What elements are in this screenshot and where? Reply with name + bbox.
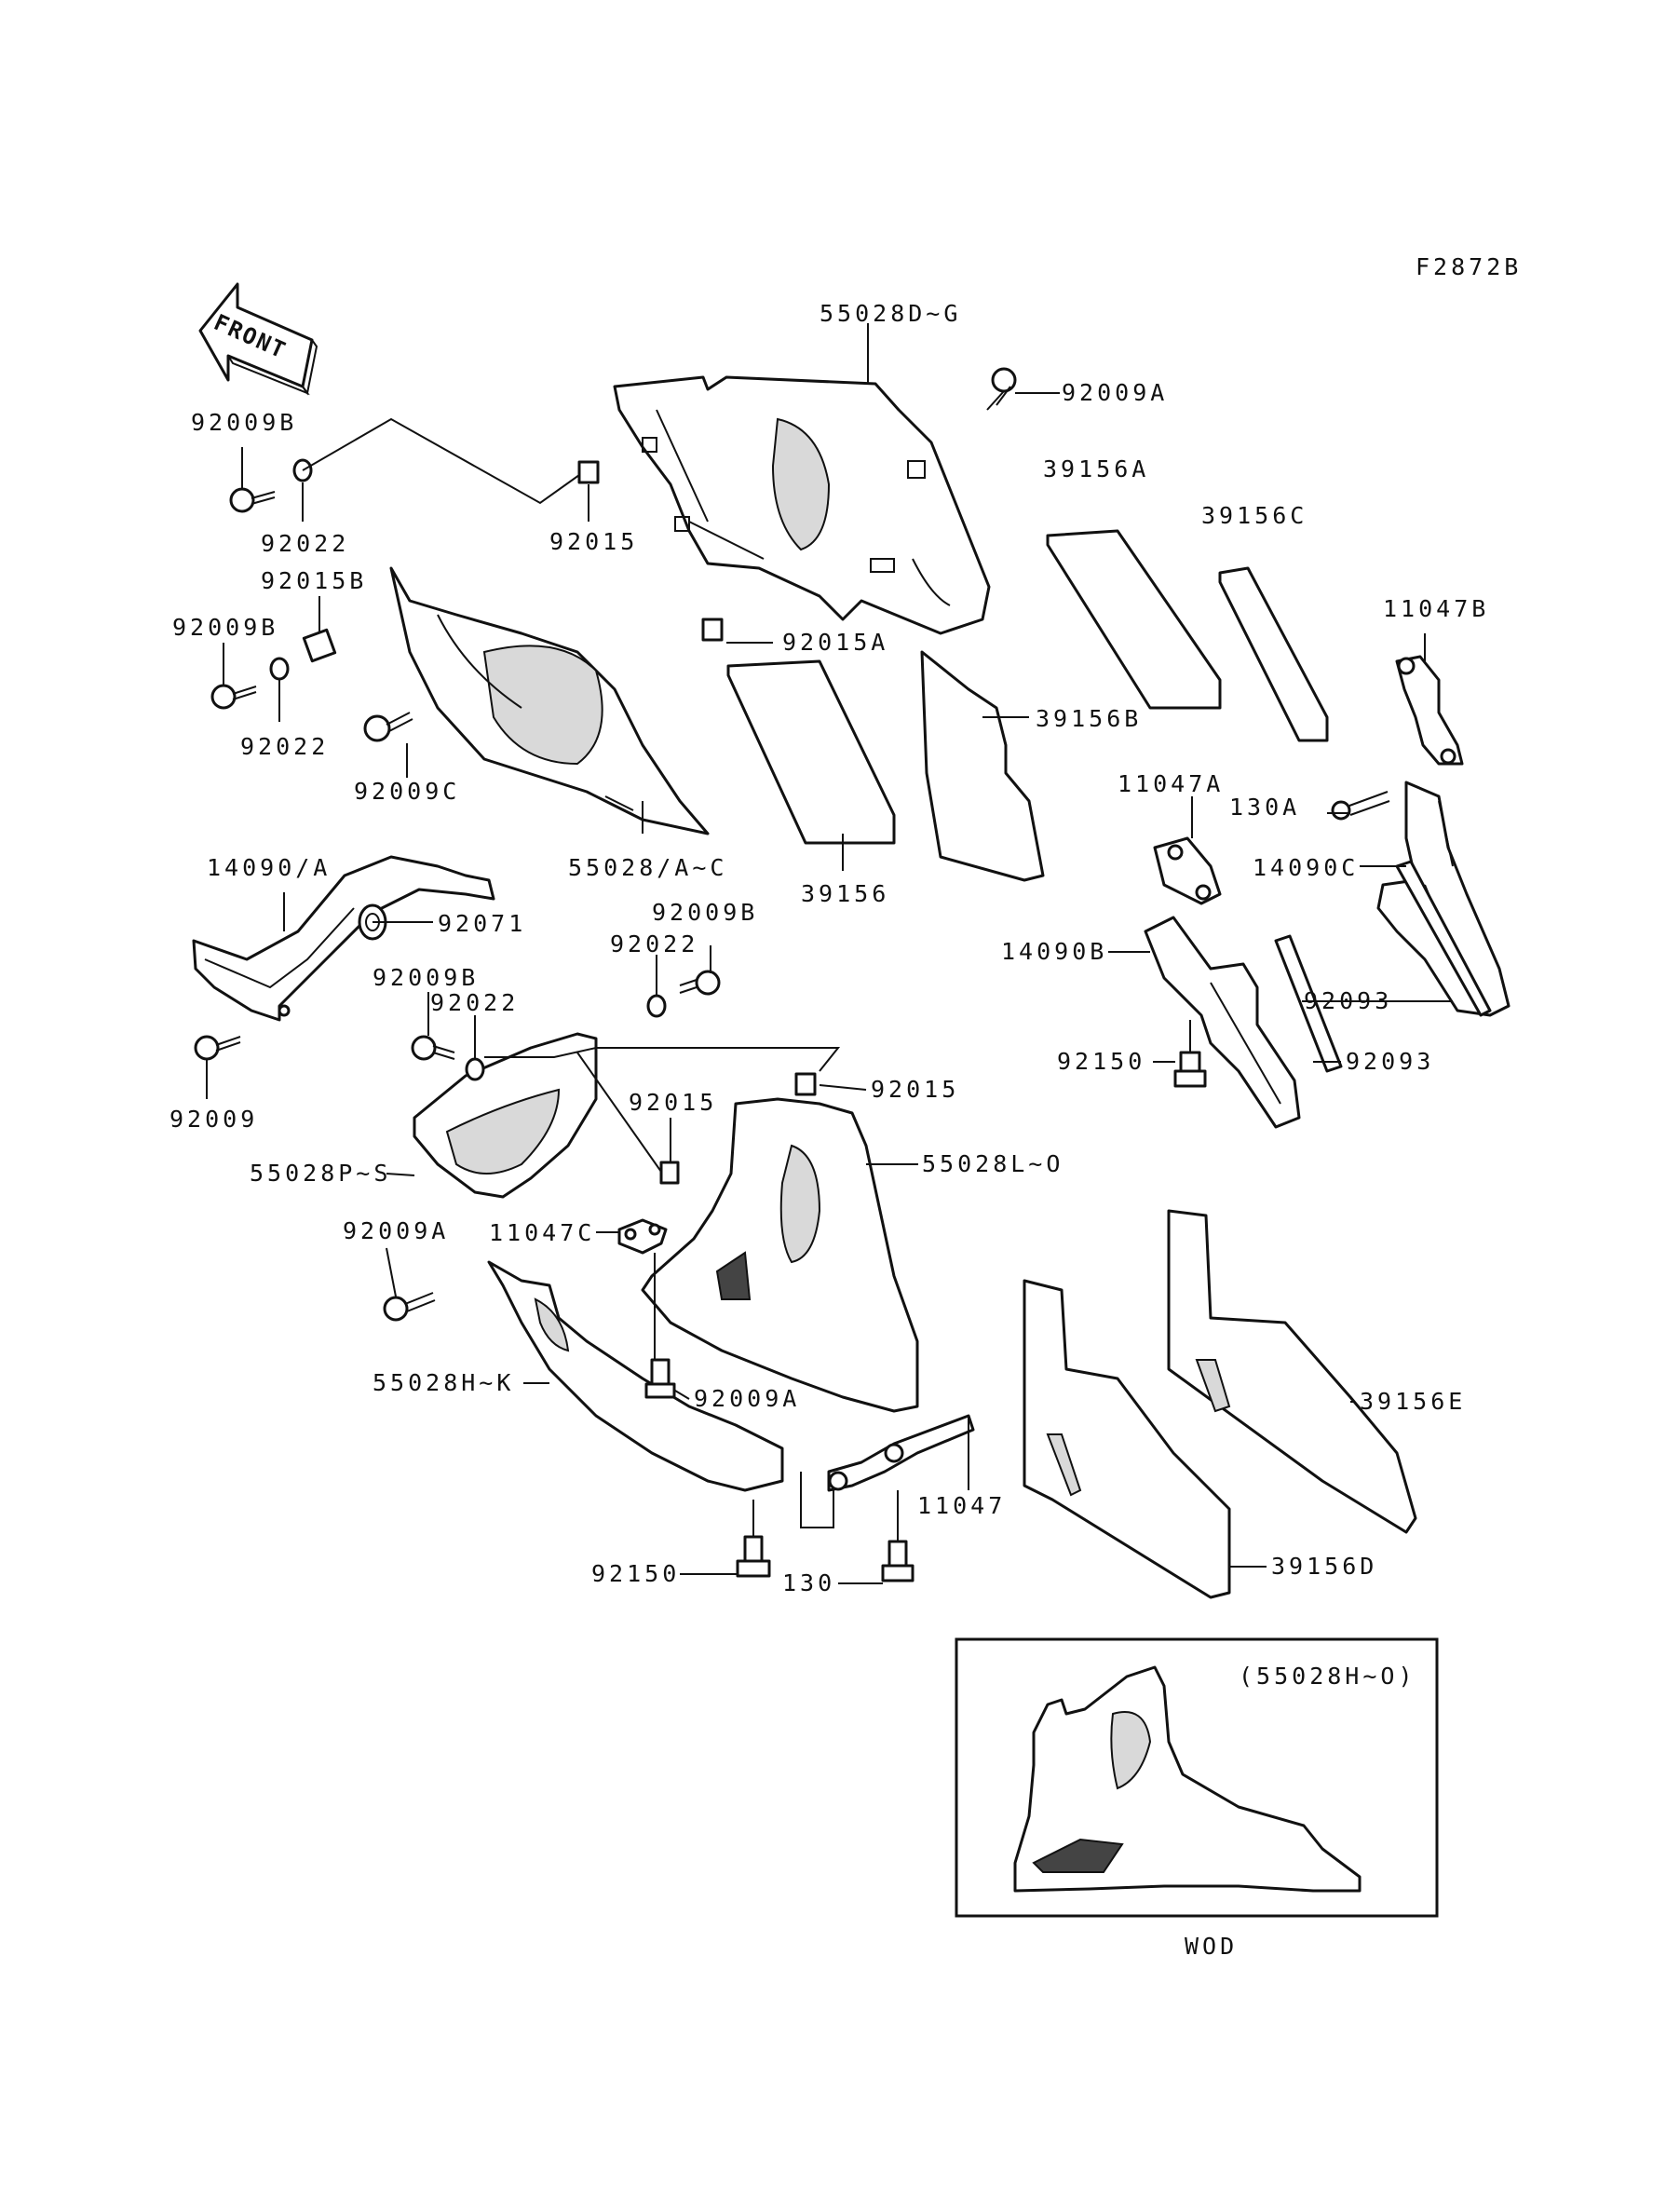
label-11047: 11047 xyxy=(917,1492,1006,1519)
label-39156a: 39156A xyxy=(1043,455,1149,482)
label-92022-1: 92022 xyxy=(261,530,349,557)
bolt-92009b-3 xyxy=(679,970,721,996)
figure-code: F2872B xyxy=(1416,253,1522,280)
bolt-92009b-2 xyxy=(210,684,257,710)
label-92009b-4: 92009B xyxy=(373,964,479,991)
collar-92015b xyxy=(302,628,337,663)
label-11047a: 11047A xyxy=(1118,770,1224,797)
label-39156e: 39156E xyxy=(1360,1388,1466,1415)
pad-39156a xyxy=(1046,529,1222,710)
label-92009b-1: 92009B xyxy=(191,409,297,436)
bracket-14090c xyxy=(1376,781,1511,1017)
pad-39156b xyxy=(920,650,1045,882)
bolt-130a xyxy=(1331,791,1390,821)
label-55028a-c: 55028/A~C xyxy=(568,854,727,881)
bolt-92009b-4 xyxy=(411,1035,455,1061)
bolt-92009a-2 xyxy=(644,1358,676,1399)
pad-39156c xyxy=(1218,566,1329,742)
label-92015a: 92015A xyxy=(782,629,888,656)
bracket-11047c xyxy=(617,1218,668,1255)
label-14090a: 14090/A xyxy=(207,854,331,881)
label-92093-2: 92093 xyxy=(1346,1048,1434,1075)
washer-92022-2 xyxy=(269,657,290,681)
pad-39156d xyxy=(1023,1279,1231,1599)
pad-39156e xyxy=(1167,1209,1417,1534)
bracket-14090b xyxy=(1144,916,1301,1129)
label-92093-1: 92093 xyxy=(1304,987,1392,1014)
label-92150-1: 92150 xyxy=(1057,1048,1145,1075)
label-39156c: 39156C xyxy=(1201,502,1307,529)
label-130a: 130A xyxy=(1229,794,1300,821)
label-39156b: 39156B xyxy=(1036,705,1142,732)
label-92009c: 92009C xyxy=(354,778,460,805)
bolt-92009 xyxy=(194,1035,241,1061)
label-39156d: 39156D xyxy=(1271,1553,1377,1580)
label-11047c: 11047C xyxy=(489,1219,595,1246)
inset-footer: WOD xyxy=(1185,1933,1238,1960)
bolt-92150-upper xyxy=(1173,1020,1207,1088)
bracket-11047a xyxy=(1153,836,1222,905)
side-cowl-upper xyxy=(389,566,710,835)
label-92009a-1: 92009A xyxy=(343,1217,449,1244)
label-92022-3: 92022 xyxy=(610,930,698,957)
bolt-92009a-1 xyxy=(383,1292,436,1322)
part-labels: 55028D~G 92009A 39156A 39156C 11047B 920… xyxy=(169,300,1489,1596)
clip-92015-right xyxy=(794,1072,817,1096)
label-92015b: 92015B xyxy=(261,567,367,594)
bracket-11047b xyxy=(1395,655,1464,766)
clip-92015-top xyxy=(577,460,600,484)
label-92009: 92009 xyxy=(169,1106,258,1133)
label-92015-top: 92015 xyxy=(549,528,638,555)
seal-92093-lower xyxy=(1274,934,1343,1073)
bolt-92009a-top xyxy=(986,367,1017,411)
label-92022-4: 92022 xyxy=(430,989,519,1016)
label-92015-right: 92015 xyxy=(871,1076,959,1103)
label-92150-2: 92150 xyxy=(591,1560,680,1587)
label-92022-2: 92022 xyxy=(240,733,329,760)
washer-92022-3 xyxy=(646,994,667,1018)
clip-92015-mid xyxy=(659,1161,680,1185)
label-55028d-g: 55028D~G xyxy=(820,300,961,327)
label-14090c: 14090C xyxy=(1253,854,1359,881)
bracket-11047 xyxy=(827,1414,975,1492)
front-arrow-icon: FRONT xyxy=(198,282,318,396)
cowl-lower-55028l xyxy=(641,1097,919,1413)
cowl-belly-55028h xyxy=(487,1260,784,1492)
cowl-trim-14090a xyxy=(192,855,495,1022)
label-14090b: 14090B xyxy=(1001,938,1107,965)
label-130: 130 xyxy=(782,1569,835,1596)
cowl-middle-55028p xyxy=(413,1032,598,1199)
label-11047b: 11047B xyxy=(1383,595,1489,622)
bolt-130 xyxy=(881,1540,915,1582)
seal-92093-right xyxy=(1395,860,1492,1017)
label-55028l-o: 55028L~O xyxy=(922,1150,1064,1177)
washer-92022-4 xyxy=(465,1057,485,1081)
inset-caption: (55028H~O) xyxy=(1239,1663,1416,1690)
label-55028p-s: 55028P~S xyxy=(250,1160,391,1187)
clip-92015a xyxy=(701,618,724,642)
inset-cowl xyxy=(1013,1665,1362,1893)
leader-lines xyxy=(206,323,1453,1584)
label-92009b-2: 92009B xyxy=(172,614,278,641)
label-55028h-k: 55028H~K xyxy=(373,1369,514,1396)
label-92015-mid: 92015 xyxy=(629,1089,717,1116)
label-92009a-2: 92009A xyxy=(694,1385,800,1412)
label-92009a-top: 92009A xyxy=(1062,379,1168,406)
label-92071: 92071 xyxy=(438,910,526,937)
pad-39156 xyxy=(726,659,896,845)
label-92009b-3: 92009B xyxy=(652,899,758,926)
inner-panel-upper xyxy=(613,375,991,635)
label-39156: 39156 xyxy=(801,880,889,907)
bolt-92009b-1 xyxy=(229,487,276,513)
inset-box: (55028H~O) WOD xyxy=(955,1637,1439,1960)
bolt-92009c xyxy=(363,712,413,742)
bolt-92150-lower xyxy=(736,1535,771,1578)
